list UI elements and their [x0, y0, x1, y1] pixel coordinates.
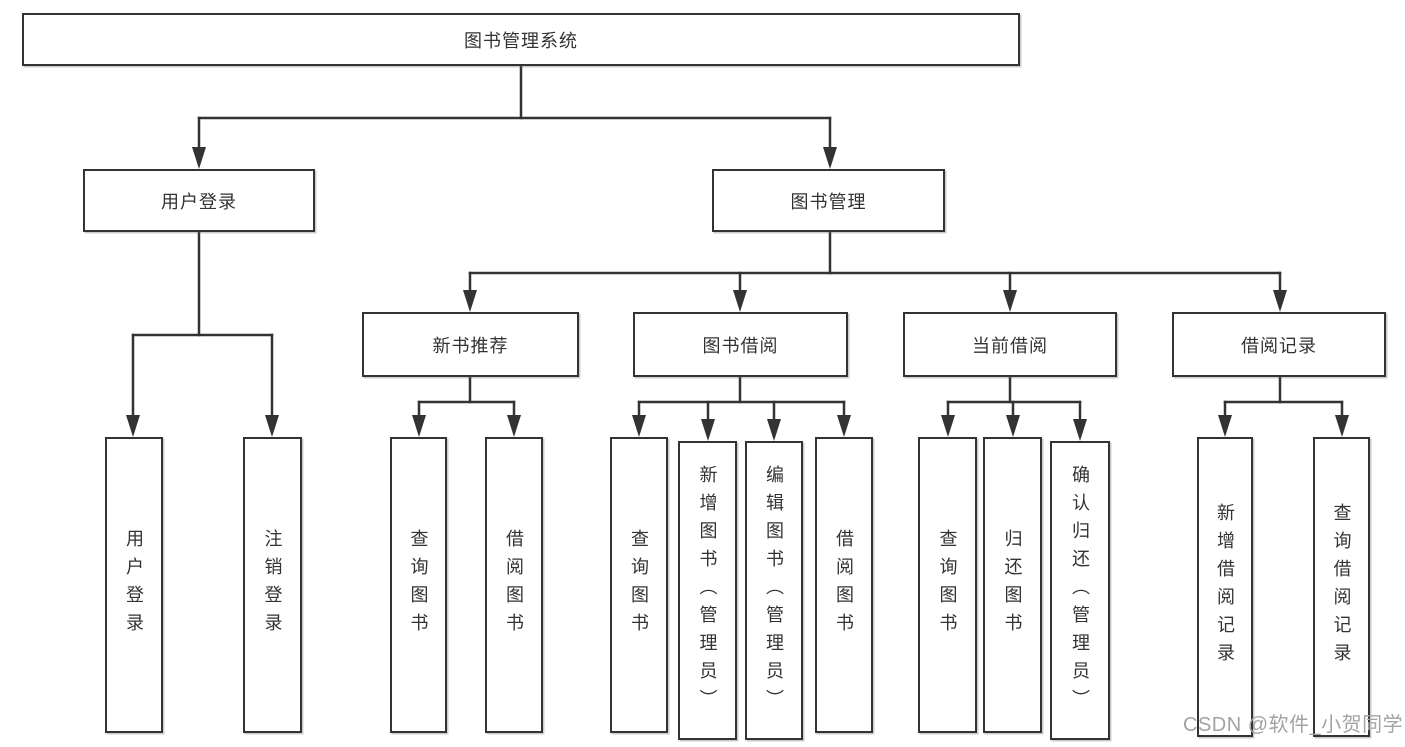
leaf-label: 确认归还（管理员）	[1070, 464, 1090, 717]
leaf-user-login: 用户登录	[105, 437, 163, 733]
leaf-borrow-books: 借阅图书	[485, 437, 543, 733]
leaf-query-borrow-record: 查询借阅记录	[1313, 437, 1370, 737]
leaf-label: 用户登录	[124, 529, 144, 641]
leaf-edit-books-admin: 编辑图书（管理员）	[745, 441, 803, 740]
node-book-borrowing: 图书借阅	[633, 312, 848, 377]
leaf-label: 归还图书	[1002, 529, 1023, 641]
leaf-label: 注销登录	[262, 529, 283, 641]
leaf-label: 新增借阅记录	[1215, 503, 1235, 671]
node-current-borrowing: 当前借阅	[903, 312, 1117, 377]
leaf-label: 编辑图书（管理员）	[764, 464, 784, 717]
leaf-query-books: 查询图书	[610, 437, 668, 733]
csdn-watermark: CSDN @软件_小贺同学	[1183, 714, 1404, 736]
leaf-label: 查询借阅记录	[1331, 503, 1352, 671]
node-label: 用户登录	[161, 191, 237, 212]
node-user-login-branch: 用户登录	[83, 169, 315, 232]
leaf-confirm-return-admin: 确认归还（管理员）	[1050, 441, 1110, 740]
node-book-management-branch: 图书管理	[712, 169, 945, 232]
leaf-logout: 注销登录	[243, 437, 302, 733]
leaf-add-books-admin: 新增图书（管理员）	[678, 441, 737, 740]
leaf-label: 查询图书	[408, 529, 429, 641]
leaf-label: 查询图书	[937, 529, 958, 641]
leaf-label: 新增图书（管理员）	[697, 464, 718, 717]
leaf-add-borrow-record: 新增借阅记录	[1197, 437, 1253, 737]
node-label: 图书管理系统	[464, 30, 578, 51]
node-new-book-recommendation: 新书推荐	[362, 312, 579, 377]
leaf-label: 查询图书	[629, 529, 649, 641]
node-label: 图书借阅	[702, 335, 779, 356]
node-label: 新书推荐	[432, 335, 509, 356]
leaf-borrow-books: 借阅图书	[815, 437, 873, 733]
node-label: 借阅记录	[1241, 335, 1317, 356]
leaf-query-books: 查询图书	[390, 437, 447, 733]
node-label: 图书管理	[790, 191, 867, 212]
arrowheads	[126, 147, 1349, 441]
leaf-return-books: 归还图书	[983, 437, 1042, 733]
leaf-query-books: 查询图书	[918, 437, 977, 733]
node-library-management-system: 图书管理系统	[22, 13, 1020, 66]
node-label: 当前借阅	[972, 335, 1048, 356]
leaf-label: 借阅图书	[834, 529, 854, 641]
node-borrowing-records: 借阅记录	[1172, 312, 1386, 377]
leaf-label: 借阅图书	[504, 529, 524, 641]
